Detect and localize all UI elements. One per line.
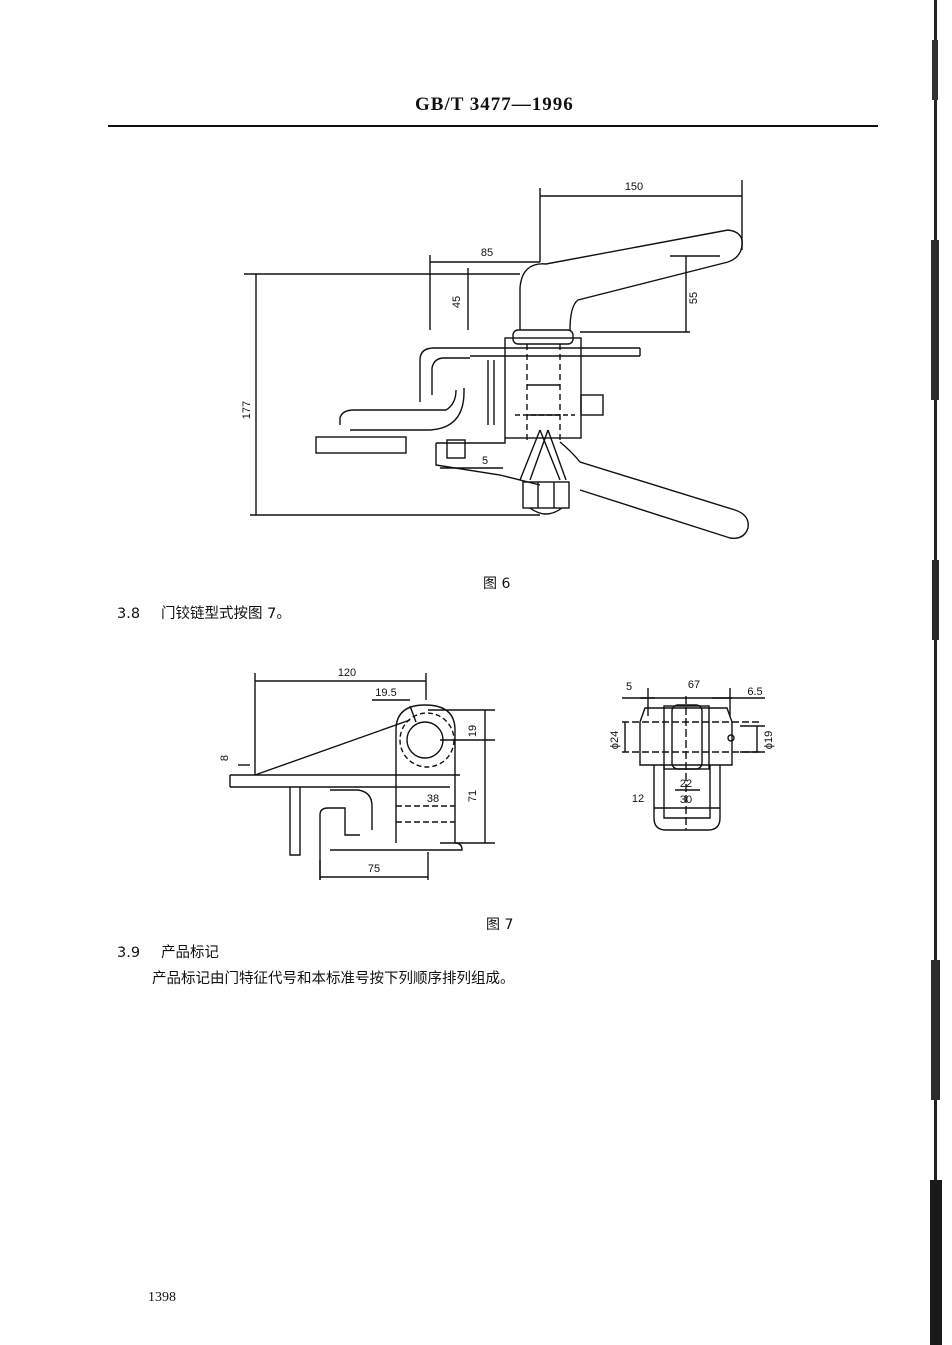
dim-85: 85 (481, 247, 493, 259)
dim-phi19: ϕ19 (763, 731, 775, 749)
dim-55: 55 (688, 292, 700, 304)
dim-177: 177 (241, 401, 253, 419)
dim-22: 22 (680, 778, 692, 790)
clause-3-8: 3.8 门铰链型式按图 7。 (117, 602, 291, 623)
dim-38: 38 (427, 793, 439, 805)
page-number: 1398 (148, 1290, 176, 1305)
dim-8: 8 (219, 755, 231, 761)
scan-edge-shadow (930, 0, 942, 1345)
clause-3-9-number: 3.9 (117, 945, 141, 961)
standard-header: GB/T 3477—1996 (415, 94, 574, 115)
clause-3-9-title: 产品标记 (161, 945, 219, 961)
figure-6-drawing: 150 85 45 55 177 5 (241, 180, 749, 539)
clause-3-9: 3.9 产品标记 (117, 941, 219, 962)
header-rule (108, 125, 878, 127)
clause-3-8-number: 3.8 (117, 606, 141, 622)
figure-6-caption: 图 6 (483, 576, 511, 592)
dim-30: 30 (680, 794, 692, 806)
dim-19: 19 (467, 725, 479, 737)
dim-phi24: ϕ24 (609, 731, 621, 749)
dim-12: 12 (632, 793, 644, 805)
dim-71: 71 (467, 790, 479, 802)
dim-19-5: 19.5 (375, 687, 396, 699)
dim-75: 75 (368, 863, 380, 875)
figure-7-caption: 图 7 (486, 917, 514, 933)
dim-5-small: 5 (626, 681, 632, 693)
dim-5: 5 (482, 455, 488, 467)
clause-3-9-body: 产品标记由门特征代号和本标准号按下列顺序排列组成。 (152, 971, 515, 987)
clause-3-8-text: 门铰链型式按图 7。 (161, 606, 291, 622)
dim-45: 45 (451, 296, 463, 308)
figure-7-drawing: 120 19.5 8 19 71 38 75 (219, 667, 775, 880)
dim-6-5: 6.5 (747, 686, 762, 698)
dim-150: 150 (625, 181, 643, 193)
dim-120: 120 (338, 667, 356, 679)
dim-67: 67 (688, 679, 700, 691)
